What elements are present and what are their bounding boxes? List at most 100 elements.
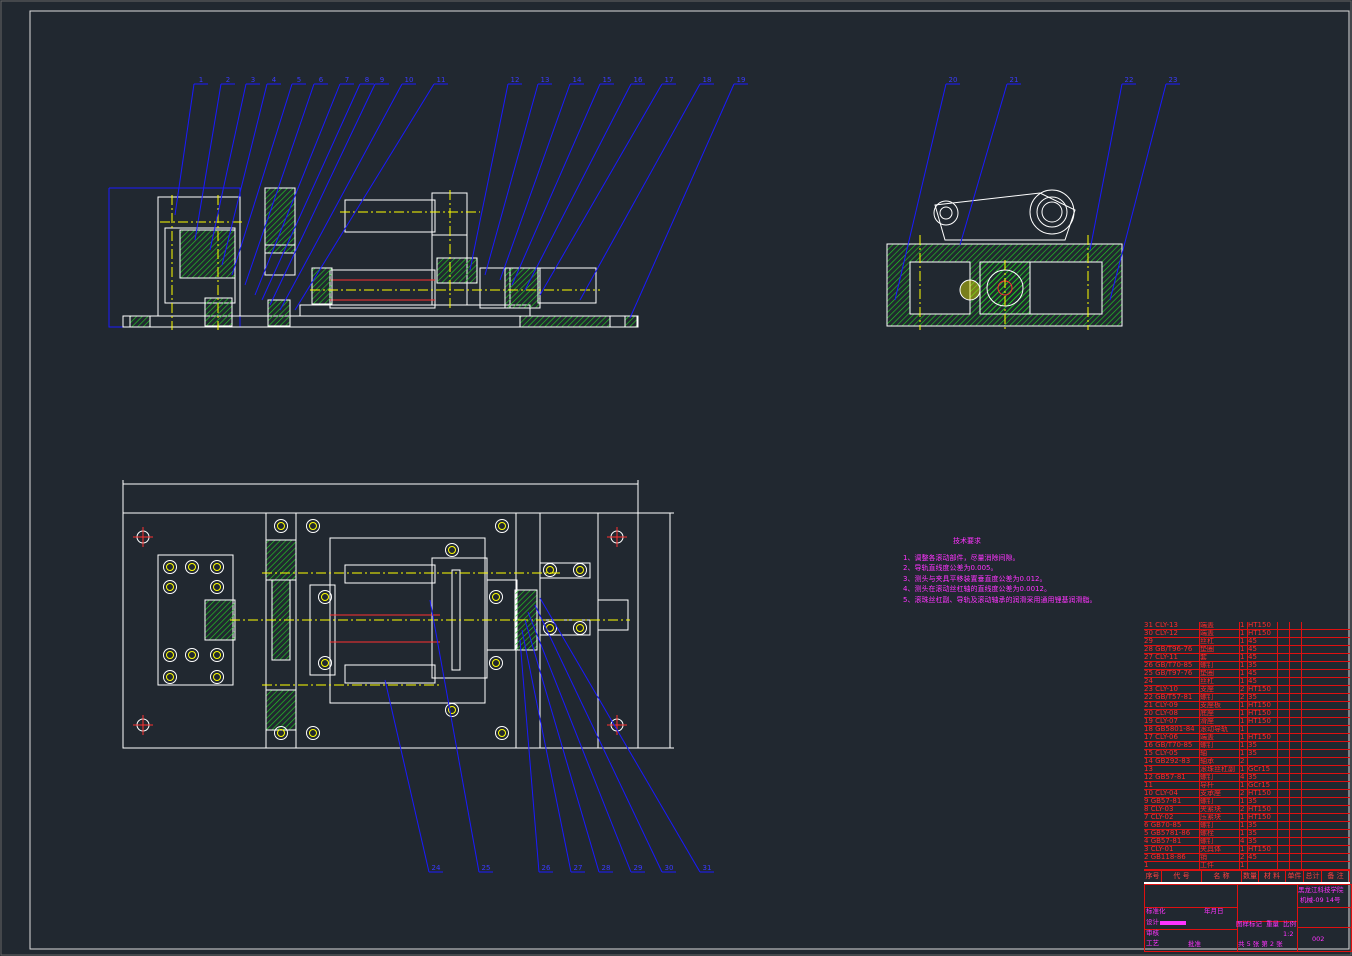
part-name: 垫圈 bbox=[1200, 670, 1240, 677]
part-qty: 1 bbox=[1240, 702, 1248, 709]
part-code: GB/T57-81 bbox=[1155, 694, 1193, 701]
part-no-code: 6 GB70-85 bbox=[1144, 822, 1200, 829]
empty-cell bbox=[1290, 646, 1302, 653]
part-qty: 1 bbox=[1240, 734, 1248, 741]
balloon-number: 24 bbox=[432, 864, 441, 872]
part-code: GB5801-84 bbox=[1155, 726, 1195, 733]
part-no: 18 bbox=[1144, 726, 1153, 733]
empty-cell bbox=[1290, 750, 1302, 757]
tech-item: 2、导轨直线度公差为0.005。 bbox=[903, 564, 998, 572]
part-balloon: 12 bbox=[469, 76, 522, 271]
part-no: 26 bbox=[1144, 662, 1153, 669]
balloon-number: 1 bbox=[199, 76, 203, 84]
empty-cell bbox=[1278, 798, 1290, 805]
empty-cell bbox=[1302, 678, 1350, 685]
part-mat: 35 bbox=[1248, 742, 1278, 749]
part-qty: 4 bbox=[1240, 838, 1248, 845]
empty-cell bbox=[1290, 718, 1302, 725]
part-code: CLY-05 bbox=[1155, 750, 1178, 757]
empty-cell bbox=[1278, 718, 1290, 725]
empty-cell bbox=[1278, 630, 1290, 637]
part-balloon: 9 bbox=[269, 76, 389, 306]
part-no-code: 5 GB5781-86 bbox=[1144, 830, 1200, 837]
school-name: 黑龙江科技学院 bbox=[1298, 886, 1344, 894]
parts-list-header: 序号代 号名 称数量材 料单件总计备 注 bbox=[1144, 870, 1350, 884]
part-name: 支承座 bbox=[1200, 790, 1240, 797]
part-qty: 2 bbox=[1240, 806, 1248, 813]
part-mat: HT150 bbox=[1248, 622, 1278, 629]
empty-cell bbox=[1302, 646, 1350, 653]
part-no-code: 25 GB/T97-76 bbox=[1144, 670, 1200, 677]
part-balloon: 5 bbox=[231, 76, 306, 276]
empty-cell bbox=[1302, 782, 1350, 789]
part-name: 端盖 bbox=[1200, 630, 1240, 637]
empty-cell bbox=[1290, 790, 1302, 797]
part-name: 工件 bbox=[1200, 862, 1240, 869]
part-no: 17 bbox=[1144, 734, 1153, 741]
part-name: 螺钉 bbox=[1200, 742, 1240, 749]
part-mat: 35 bbox=[1248, 694, 1278, 701]
part-qty: 1 bbox=[1240, 814, 1248, 821]
empty-cell bbox=[1290, 806, 1302, 813]
part-code: GB292-83 bbox=[1155, 758, 1191, 765]
part-balloon: 16 bbox=[524, 76, 645, 291]
part-balloon: 7 bbox=[254, 76, 354, 296]
empty-cell bbox=[1278, 670, 1290, 677]
part-no: 20 bbox=[1144, 710, 1153, 717]
drawing-border bbox=[29, 10, 1350, 950]
part-no: 31 bbox=[1144, 622, 1153, 629]
holes bbox=[133, 519, 627, 740]
header-cell: 序号 bbox=[1144, 871, 1162, 882]
part-no-code: 22 GB/T57-81 bbox=[1144, 694, 1200, 701]
header-cell: 单件 bbox=[1286, 871, 1304, 882]
part-no-code: 3 CLY-01 bbox=[1144, 846, 1200, 853]
part-code: GB/T96-76 bbox=[1155, 646, 1193, 653]
part-code: CLY-11 bbox=[1155, 654, 1178, 661]
bolt-hole bbox=[274, 726, 288, 740]
balloon-number: 10 bbox=[405, 76, 414, 84]
part-balloon: 8 bbox=[261, 76, 374, 301]
part-qty: 1 bbox=[1240, 622, 1248, 629]
part-qty: 2 bbox=[1240, 686, 1248, 693]
empty-cell bbox=[1290, 662, 1302, 669]
empty-cell bbox=[1278, 742, 1290, 749]
part-balloon: 20 bbox=[894, 76, 960, 301]
empty-cell bbox=[1290, 726, 1302, 733]
part-balloon: 17 bbox=[539, 76, 676, 296]
part-no-code: 21 CLY-09 bbox=[1144, 702, 1200, 709]
part-mat: 35 bbox=[1248, 838, 1278, 845]
empty-cell bbox=[1278, 638, 1290, 645]
part-no: 7 bbox=[1144, 814, 1149, 821]
empty-cell bbox=[1290, 694, 1302, 701]
tech-title: 技术要求 bbox=[953, 537, 981, 545]
part-no-code: 17 CLY-06 bbox=[1144, 734, 1200, 741]
empty-cell bbox=[1302, 750, 1350, 757]
part-name: 螺钉 bbox=[1200, 822, 1240, 829]
part-name: 套 bbox=[1200, 654, 1240, 661]
empty-cell bbox=[1290, 678, 1302, 685]
part-no: 11 bbox=[1144, 782, 1153, 789]
part-mat: HT150 bbox=[1248, 806, 1278, 813]
bolt-hole bbox=[163, 560, 177, 574]
empty-cell bbox=[1290, 862, 1302, 869]
part-no: 4 bbox=[1144, 838, 1149, 845]
bolt-hole bbox=[163, 580, 177, 594]
part-no: 5 bbox=[1144, 830, 1149, 837]
part-qty: 1 bbox=[1240, 662, 1248, 669]
part-qty: 1 bbox=[1240, 782, 1248, 789]
weight-label: 重量 bbox=[1266, 920, 1279, 928]
balloon-number: 18 bbox=[703, 76, 712, 84]
bolt-hole bbox=[210, 670, 224, 684]
header-cell: 数量 bbox=[1243, 871, 1259, 882]
bolt-hole bbox=[543, 621, 557, 635]
part-no-code: 29 bbox=[1144, 638, 1200, 645]
balloon-number: 13 bbox=[541, 76, 550, 84]
empty-cell bbox=[1302, 718, 1350, 725]
part-code: GB57-81 bbox=[1150, 798, 1182, 805]
